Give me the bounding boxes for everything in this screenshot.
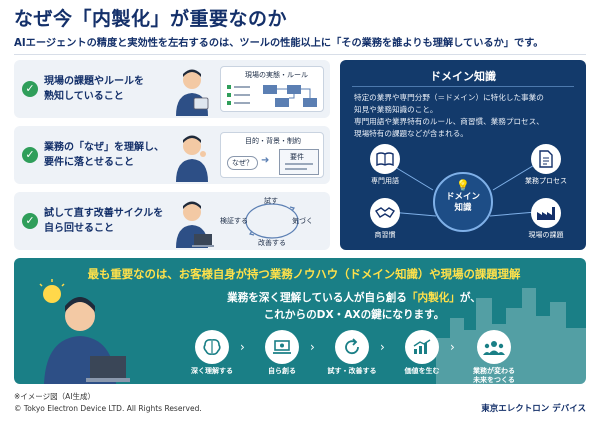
insourcing-highlight: 「内製化」 — [406, 292, 460, 304]
message-text: 業務を深く理解している人が自ら創る — [227, 292, 407, 304]
factory-icon — [531, 198, 561, 228]
banner-heading: 最も重要なのは、お客様自身が持つ業務ノウハウ（ドメイン知識）や現場の課題理解 — [87, 267, 521, 281]
improvement-cycle: 試す 気づく 改善する 検証する — [220, 194, 324, 248]
key-message-banner: 最も重要なのは、お客様自身が持つ業務ノウハウ（ドメイン知識）や現場の課題理解 業… — [14, 258, 586, 384]
step-label: 自ら創る — [268, 367, 296, 375]
step-understand: 深く理解する — [182, 330, 242, 376]
domain-desc-line: 特定の業界や専門分野（＝ドメイン）に特化した事業の — [354, 93, 544, 102]
cycle-improve: 改善する — [258, 239, 286, 247]
requirement-card-3: ✓ 試して直す改善サイクルを 自ら回せること 試す 気づく 改善する 検証する — [14, 192, 330, 250]
center-label: ドメイン — [445, 192, 480, 202]
check-icon: ✓ — [22, 213, 38, 229]
document-icon — [531, 144, 561, 174]
domain-desc-line: 専門用語や業界特有のルール、商習慣、業務プロセス、 — [354, 117, 544, 126]
growth-chart-icon — [405, 330, 439, 364]
worker-with-tablet-icon — [176, 69, 209, 116]
book-icon — [370, 144, 400, 174]
city-skyline-icon — [436, 288, 586, 384]
lightbulb-icon: 💡 — [456, 179, 470, 192]
chevron-right-icon: › — [240, 340, 245, 354]
domain-desc-line: 知見や業務知識のこと。 — [354, 105, 438, 114]
domain-desc-line: 現場特有の課題などが含まれる。 — [354, 129, 468, 138]
domain-description: 特定の業界や専門分野（＝ドメイン）に特化した事業の 知見や業務知識のこと。 専門… — [354, 92, 576, 140]
engineer-with-laptop-icon — [39, 279, 130, 384]
domain-knowledge-panel: ドメイン知識 特定の業界や専門分野（＝ドメイン）に特化した事業の 知見や業務知識… — [340, 60, 586, 250]
check-icon: ✓ — [22, 147, 38, 163]
requirement-card-1: ✓ 現場の課題やルールを 熟知していること 現場の実態・ルール — [14, 60, 330, 118]
page-title: なぜ今「内製化」が重要なのか — [14, 8, 288, 30]
thinking-worker-icon — [176, 135, 208, 182]
chevron-right-icon: › — [380, 340, 385, 354]
step-label: 価値を生む — [404, 367, 440, 375]
company-logo: 東京エレクトロン デバイス — [481, 404, 586, 414]
cycle-try: 試す — [264, 197, 278, 205]
brain-icon — [195, 330, 229, 364]
node-process: 業務プロセス — [516, 144, 576, 186]
cycle-verify: 検証する — [220, 217, 248, 225]
requirement-line: 現場の課題やルールを — [44, 76, 144, 87]
field-rules-diagram: 現場の実態・ルール — [220, 66, 324, 112]
domain-center-node: 💡 ドメイン 知識 — [433, 172, 493, 232]
cycle-arrows-icon — [245, 203, 299, 239]
divider — [352, 86, 574, 87]
node-label: 専門用語 — [371, 177, 399, 185]
image-note: ※イメージ図（AI生成） — [14, 392, 95, 401]
requirement-line: 試して直す改善サイクルを — [44, 208, 164, 219]
requirement-line: 業務の「なぜ」を理解し、 — [44, 142, 164, 153]
step-try-improve: 試す・改善する — [322, 330, 382, 376]
cycle-notice: 気づく — [292, 217, 313, 225]
node-issues: 現場の課題 — [516, 198, 576, 240]
domain-heading: ドメイン知識 — [430, 70, 496, 83]
step-label: 試す・改善する — [327, 367, 377, 375]
step-label: 深く理解する — [191, 367, 233, 375]
team-icon — [477, 330, 511, 364]
laptop-gear-icon — [265, 330, 299, 364]
requirement-text: 業務の「なぜ」を理解し、 要件に落とせること — [44, 140, 166, 170]
message-text: が、 — [459, 292, 481, 304]
step-label: 業務が変わる — [473, 367, 515, 375]
handshake-icon — [370, 198, 400, 228]
check-icon: ✓ — [22, 81, 38, 97]
requirement-card-2: ✓ 業務の「なぜ」を理解し、 要件に落とせること 目的・背景・制約 なぜ？ ➜ … — [14, 126, 330, 184]
banner-message-line2: これからのDX・AXの鍵になります。 — [263, 309, 445, 321]
worker-with-laptop-icon — [176, 201, 214, 248]
node-label: 業務プロセス — [525, 177, 567, 185]
requirement-text: 試して直す改善サイクルを 自ら回せること — [44, 206, 166, 236]
center-label: 知識 — [454, 203, 472, 213]
requirements-panel: ✓ 現場の課題やルールを 熟知していること 現場の実態・ルール ✓ — [14, 60, 330, 252]
step-value: 価値を生む — [392, 330, 452, 376]
requirement-doc: 要件 — [279, 149, 319, 175]
requirement-line: 自ら回せること — [44, 223, 114, 234]
node-terms: 専門用語 — [360, 144, 410, 186]
why-bubble: なぜ？ — [227, 156, 258, 170]
page-subtitle: AIエージェントの精度と実効性を左右するのは、ツールの性能以上に「その業務を誰よ… — [14, 38, 544, 49]
node-customs: 商習慣 — [360, 198, 410, 240]
requirement-text: 現場の課題やルールを 熟知していること — [44, 74, 166, 104]
arrow-right-icon: ➜ — [261, 155, 270, 166]
chevron-right-icon: › — [450, 340, 455, 354]
node-label: 現場の課題 — [528, 231, 564, 239]
step-create: 自ら創る — [252, 330, 312, 376]
diagram-title: 目的・背景・制約 — [245, 137, 301, 145]
divider — [14, 54, 586, 55]
copyright-text: © Tokyo Electron Device LTD. All Rights … — [14, 404, 202, 413]
purpose-diagram: 目的・背景・制約 なぜ？ ➜ 要件 — [220, 132, 324, 178]
flowchart-icon — [227, 85, 317, 107]
requirement-doc-label: 要件 — [290, 153, 304, 161]
refresh-icon — [335, 330, 369, 364]
requirement-line: 熟知していること — [44, 91, 124, 102]
node-label: 商習慣 — [374, 231, 396, 239]
requirement-line: 要件に落とせること — [44, 157, 134, 168]
diagram-title: 現場の実態・ルール — [245, 71, 308, 79]
banner-message-line1: 業務を深く理解している人が自ら創る「内製化」が、 — [164, 290, 544, 305]
chevron-right-icon: › — [310, 340, 315, 354]
step-label: 未来をつくる — [473, 376, 515, 384]
domain-connector-lines — [389, 163, 537, 217]
step-change-future: 業務が変わる 未来をつくる — [462, 330, 526, 384]
